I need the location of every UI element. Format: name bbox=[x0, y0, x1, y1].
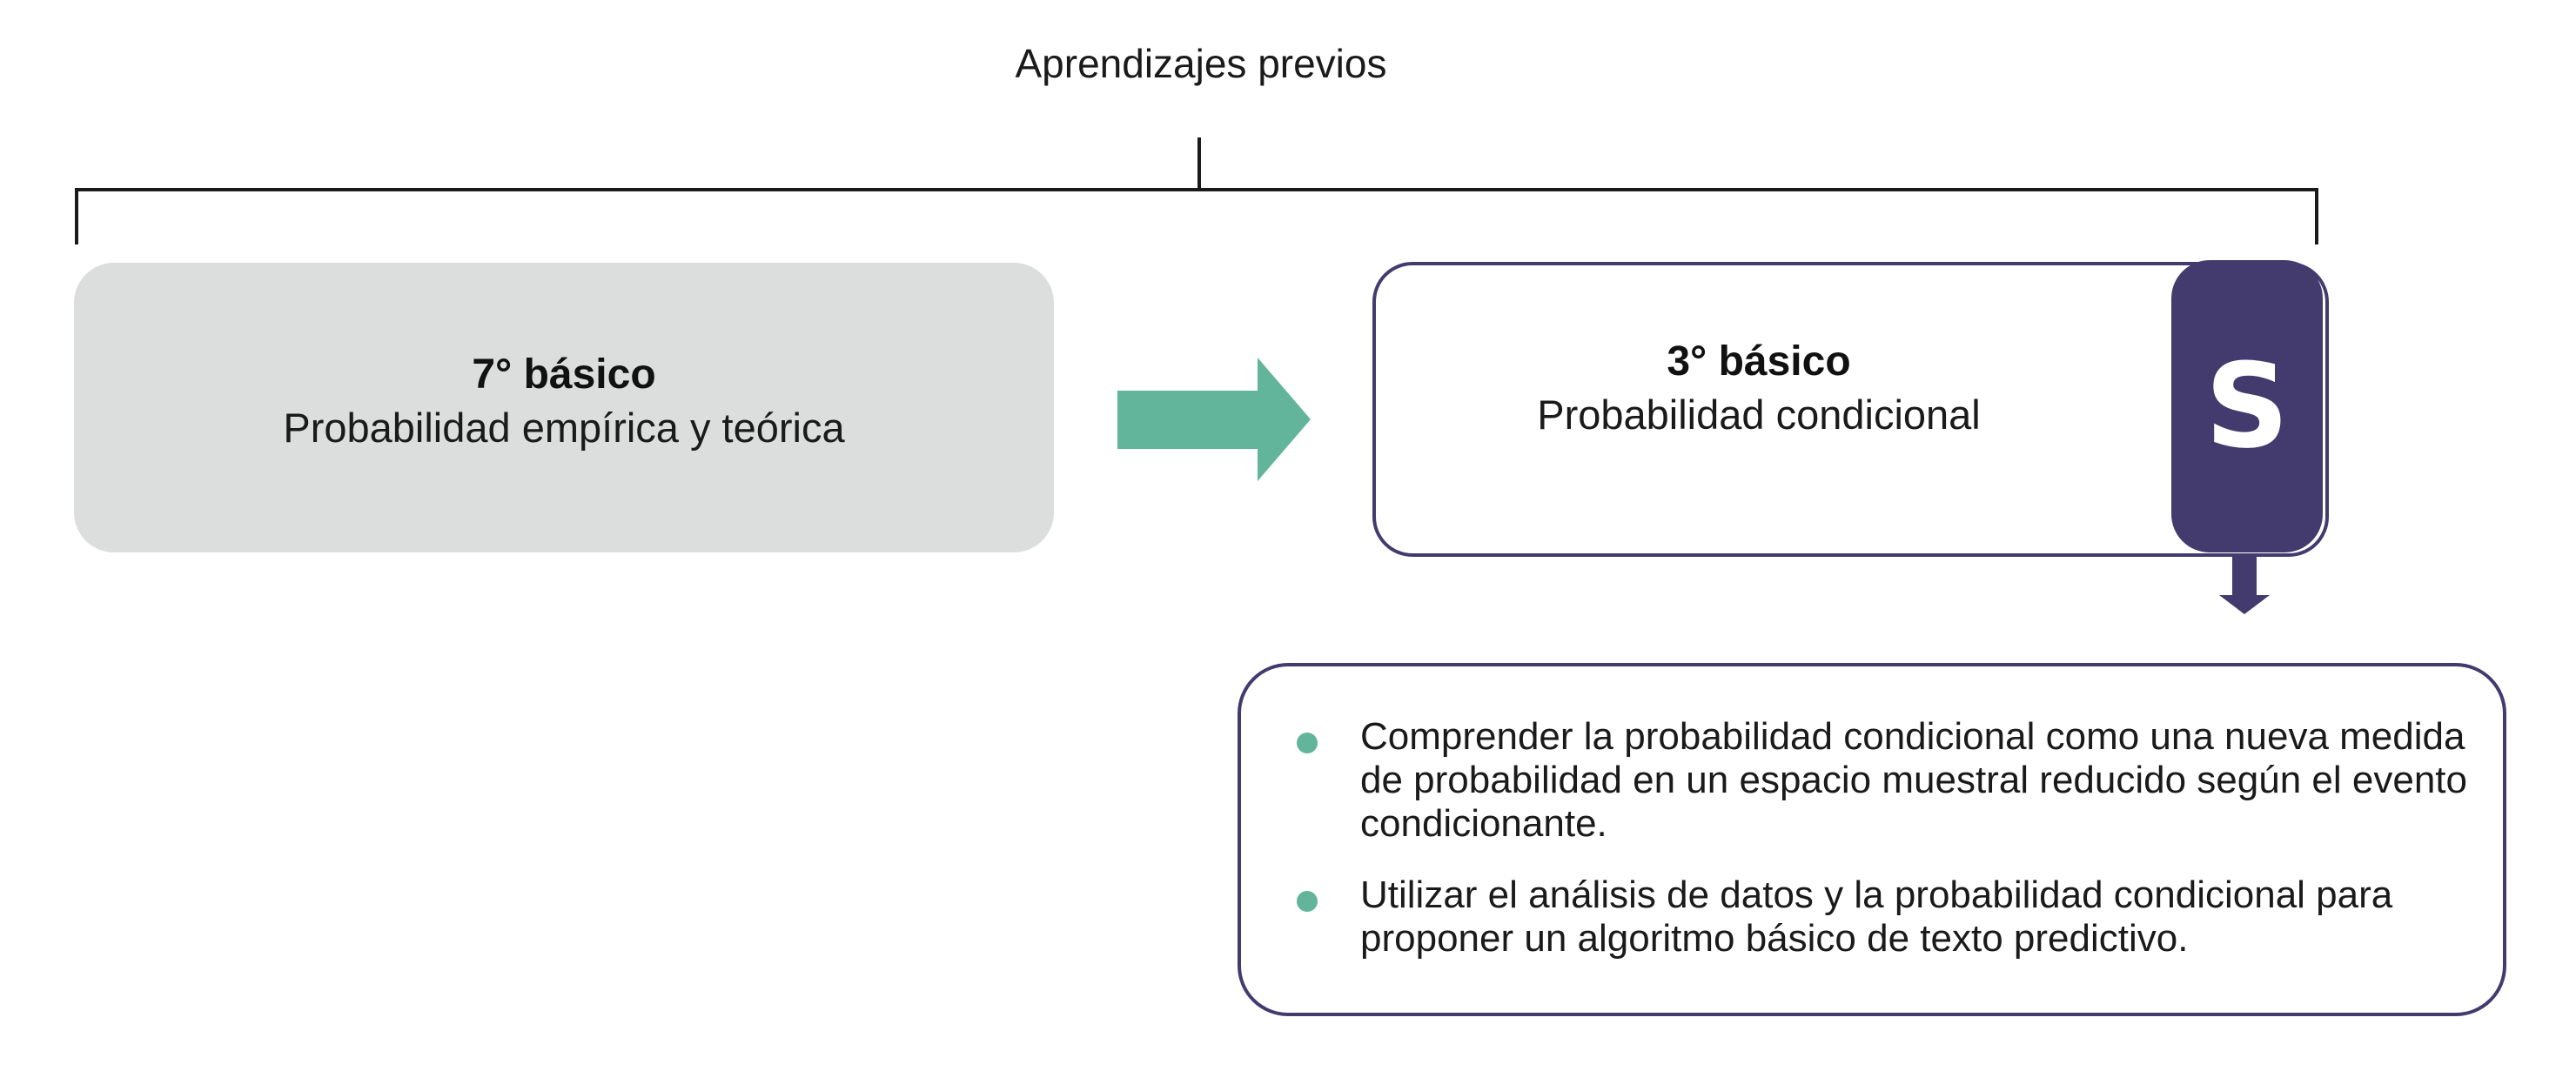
bullet-dot-icon bbox=[1297, 733, 1318, 753]
right-arrow-icon bbox=[1117, 358, 1311, 481]
objective-text: Comprender la probabilidad condicional c… bbox=[1360, 715, 2467, 845]
down-arrow-icon bbox=[2219, 550, 2270, 614]
level-badge-letter: S bbox=[2204, 338, 2290, 474]
previous-topic-label: Probabilidad empírica y teórica bbox=[283, 405, 845, 451]
objective-item: Utilizar el análisis de datos y la proba… bbox=[1241, 874, 2483, 961]
current-topic-label: Probabilidad condicional bbox=[1537, 392, 1981, 438]
level-badge: S bbox=[2171, 260, 2323, 552]
objective-item: Comprender la probabilidad condicional c… bbox=[1241, 715, 2483, 846]
objectives-list: Comprender la probabilidad condicional c… bbox=[1241, 715, 2483, 988]
current-level-card: 3° básico Probabilidad condicional bbox=[1372, 262, 2329, 557]
objective-text: Utilizar el análisis de datos y la proba… bbox=[1360, 874, 2393, 960]
current-grade-label: 3° básico bbox=[1667, 338, 1851, 385]
diagram-title: Aprendizajes previos bbox=[1015, 41, 1387, 86]
top-bracket bbox=[75, 137, 2318, 244]
previous-learning-card: 7° básico Probabilidad empírica y teóric… bbox=[74, 263, 1054, 552]
bullet-dot-icon bbox=[1297, 891, 1318, 912]
objectives-box: Comprender la probabilidad condicional c… bbox=[1238, 663, 2506, 1016]
previous-grade-label: 7° básico bbox=[472, 351, 656, 398]
